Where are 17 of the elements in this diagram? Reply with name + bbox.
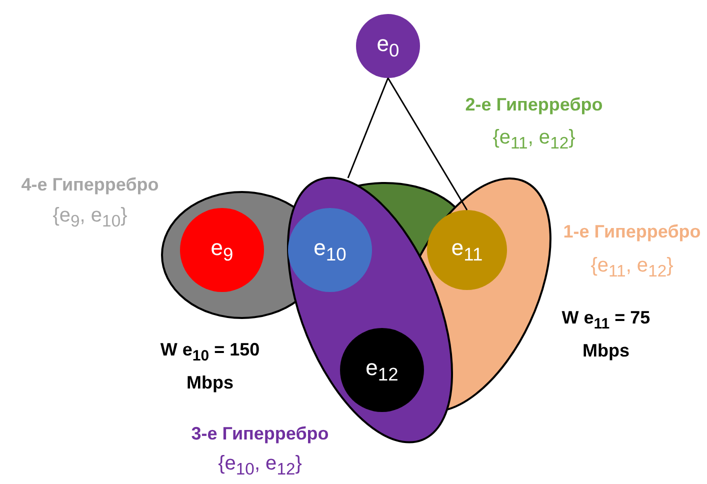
- weight-label: W e$_{11}$ = 75 Mbps: [560, 306, 652, 362]
- hyperedge-title: 4-е Гиперребро: [21, 174, 159, 196]
- hyperedge-title: 2-е Гиперребро: [465, 94, 603, 116]
- vertex-set-label: {e$_{11}$, e$_{12}$}: [492, 126, 576, 154]
- vertex-set-label: {e$_{11}$, e$_{12}$}: [590, 254, 674, 282]
- vertex-label: e$_{12}$: [366, 354, 398, 386]
- vertex-label: e$_{11}$: [451, 234, 483, 266]
- vertex-set-label: {e$_{9}$, e$_{10}$}: [52, 204, 128, 232]
- hyperedge-title: 1-е Гиперребро: [563, 222, 701, 242]
- vertex-set-label: {e$_{10}$, e$_{12}$}: [218, 452, 302, 480]
- hyperedge-title: 3-е Гиперребро: [191, 424, 329, 444]
- vertex-label: e$_{10}$: [314, 234, 346, 266]
- connector-line: [387, 78, 468, 210]
- weight-label: W e$_{10}$ = 150 Mbps: [159, 338, 261, 394]
- vertex-label: e$_{9}$: [210, 234, 234, 266]
- vertex-label: e$_{0}$: [376, 30, 400, 62]
- connector-line: [347, 78, 389, 178]
